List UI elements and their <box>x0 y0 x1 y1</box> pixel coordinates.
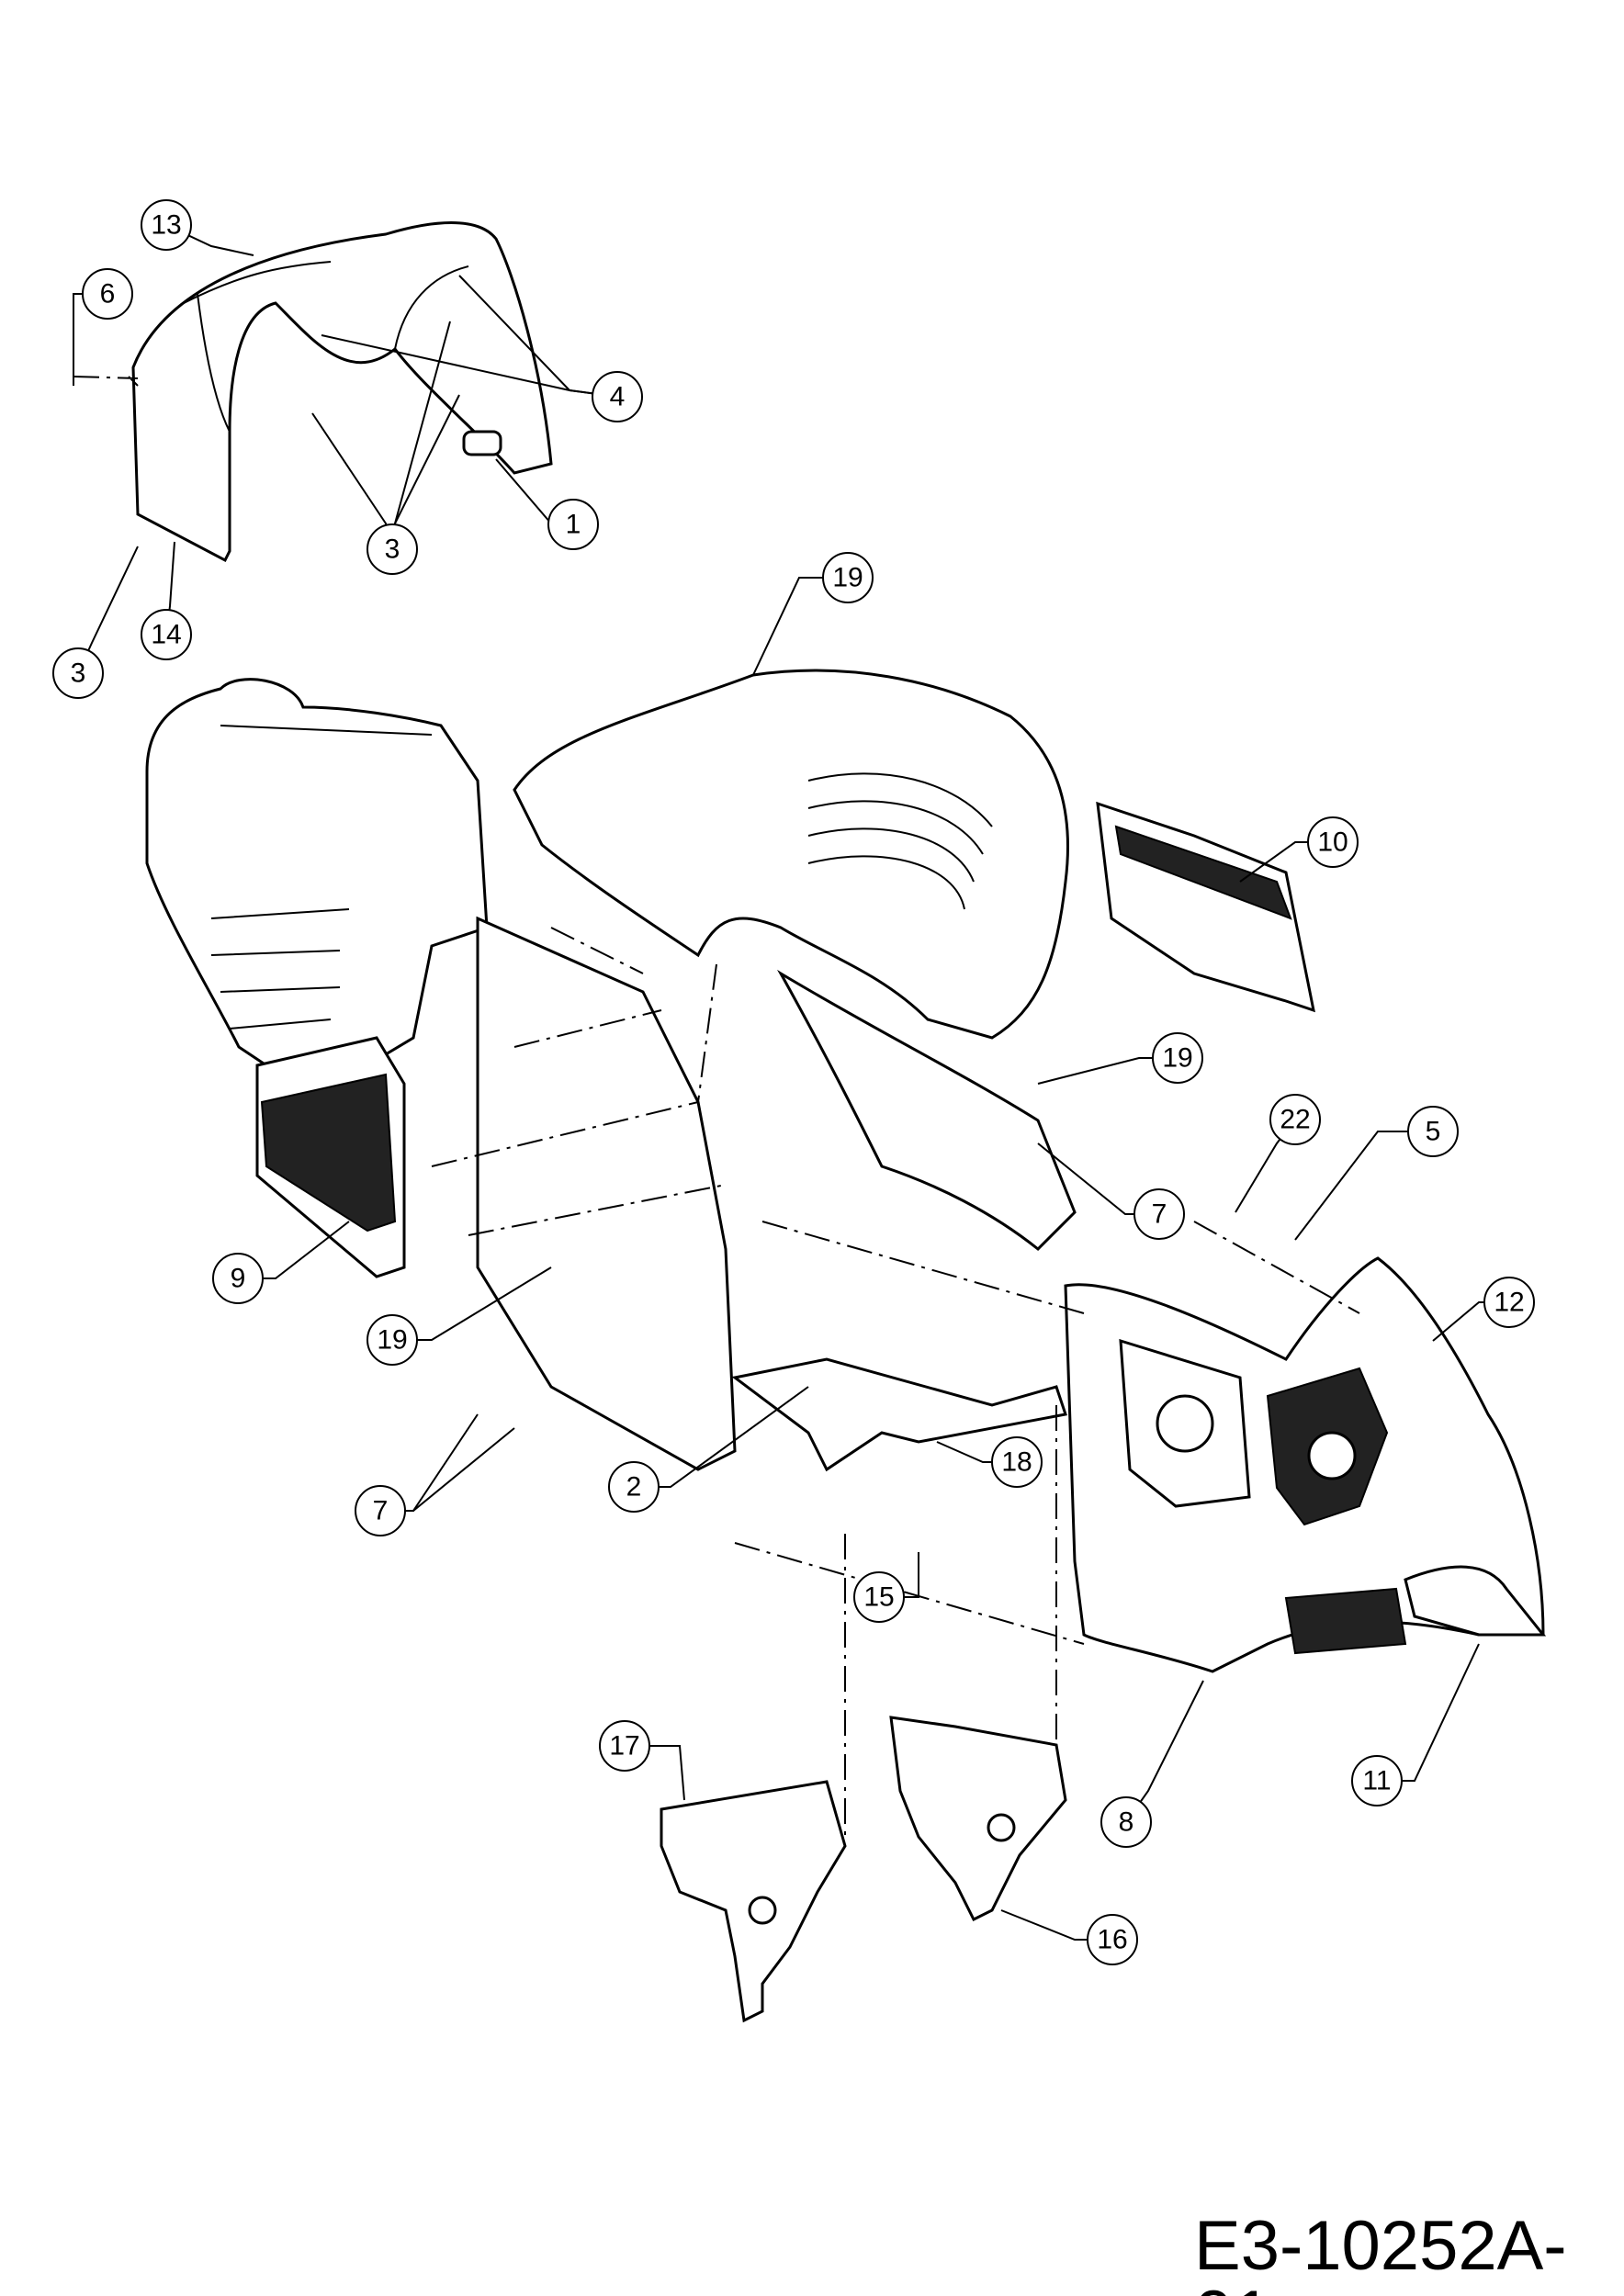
callout-circle <box>1407 1106 1459 1157</box>
callout-circle <box>367 523 418 575</box>
mounting-bracket-left-part <box>660 1780 847 2023</box>
callout-12: 12 <box>1432 1277 1535 1342</box>
callout-number: 3 <box>71 658 86 689</box>
callout-circle <box>1152 1032 1203 1084</box>
callout-circle <box>853 1571 905 1623</box>
callout-circle <box>822 552 874 603</box>
callout-circle <box>367 1314 418 1366</box>
callout-16: 16 <box>1000 1909 1138 1965</box>
assembly-lines <box>73 376 1360 1837</box>
callout-3: 3 <box>311 321 460 575</box>
callout-number: 11 <box>1362 1766 1391 1796</box>
callout-2: 2 <box>608 1386 809 1513</box>
callout-7: 7 <box>355 1413 515 1536</box>
callout-13: 13 <box>141 199 254 256</box>
callout-10: 10 <box>1239 816 1359 883</box>
callout-7: 7 <box>1037 1142 1185 1240</box>
callout-6: 6 <box>73 268 133 386</box>
callout-3: 3 <box>52 546 139 699</box>
callout-circle <box>991 1436 1043 1488</box>
callout-number: 15 <box>863 1582 894 1613</box>
hood-part <box>476 669 1077 1471</box>
callout-number: 19 <box>1162 1043 1192 1074</box>
callout-11: 11 <box>1351 1643 1480 1806</box>
callout-number: 12 <box>1494 1288 1524 1318</box>
leader-line <box>1294 1131 1433 1241</box>
callout-number: 14 <box>151 620 181 650</box>
callout-number: 17 <box>609 1731 639 1761</box>
callout-8: 8 <box>1100 1680 1204 1848</box>
callout-4: 4 <box>321 275 643 422</box>
fender-part <box>131 221 553 563</box>
callout-14: 14 <box>141 541 192 660</box>
callout-circle <box>1483 1277 1535 1328</box>
callout-number: 4 <box>610 382 626 412</box>
callout-circle <box>608 1461 660 1513</box>
callout-number: 5 <box>1426 1117 1441 1147</box>
callout-number: 18 <box>1001 1447 1032 1478</box>
callout-number: 3 <box>385 535 400 565</box>
callout-circle <box>592 371 643 422</box>
callout-circle <box>212 1253 264 1304</box>
front-nose-part <box>1064 1256 1547 1673</box>
callout-number: 16 <box>1097 1925 1127 1955</box>
callout-18: 18 <box>936 1436 1043 1488</box>
callout-number: 2 <box>626 1472 642 1503</box>
callout-circle <box>1269 1094 1321 1145</box>
callout-19: 19 <box>1037 1032 1203 1085</box>
callout-22: 22 <box>1235 1094 1321 1213</box>
callout-17: 17 <box>599 1720 685 1801</box>
callout-1: 1 <box>495 458 599 550</box>
callout-number: 6 <box>100 279 116 310</box>
callout-circle <box>547 499 599 550</box>
callout-number: 7 <box>1152 1199 1167 1230</box>
callout-number: 13 <box>151 210 181 241</box>
callout-number: 9 <box>231 1264 246 1294</box>
callout-number: 19 <box>377 1325 407 1356</box>
callout-number: 8 <box>1119 1807 1134 1838</box>
callout-circle <box>1087 1914 1138 1965</box>
drawing-code: E3-10252A-01 <box>1194 2207 1567 2296</box>
callout-circle <box>1100 1796 1152 1848</box>
callout-circle <box>141 199 192 251</box>
callout-5: 5 <box>1294 1106 1459 1241</box>
callout-circle <box>1133 1188 1185 1240</box>
callout-circle <box>1307 816 1359 868</box>
callout-number: 19 <box>832 563 863 593</box>
callout-number: 1 <box>566 510 581 540</box>
mounting-bracket-right-part <box>889 1716 1067 1922</box>
callout-19: 19 <box>367 1266 552 1366</box>
callout-circle <box>141 609 192 660</box>
dash-panel-part <box>145 678 489 1278</box>
grille-insert-part <box>1096 801 1315 1013</box>
callout-19: 19 <box>752 552 874 676</box>
callout-9: 9 <box>212 1221 350 1304</box>
callout-circle <box>599 1720 650 1772</box>
bracket-part <box>731 1357 1067 1472</box>
callout-circle <box>82 268 133 320</box>
callout-circle <box>355 1485 406 1536</box>
callout-circle <box>1351 1755 1403 1806</box>
callout-circle <box>52 647 104 699</box>
callout-15: 15 <box>853 1552 919 1623</box>
callout-number: 22 <box>1280 1105 1310 1135</box>
callout-number: 7 <box>373 1496 389 1526</box>
callout-number: 10 <box>1317 827 1348 858</box>
